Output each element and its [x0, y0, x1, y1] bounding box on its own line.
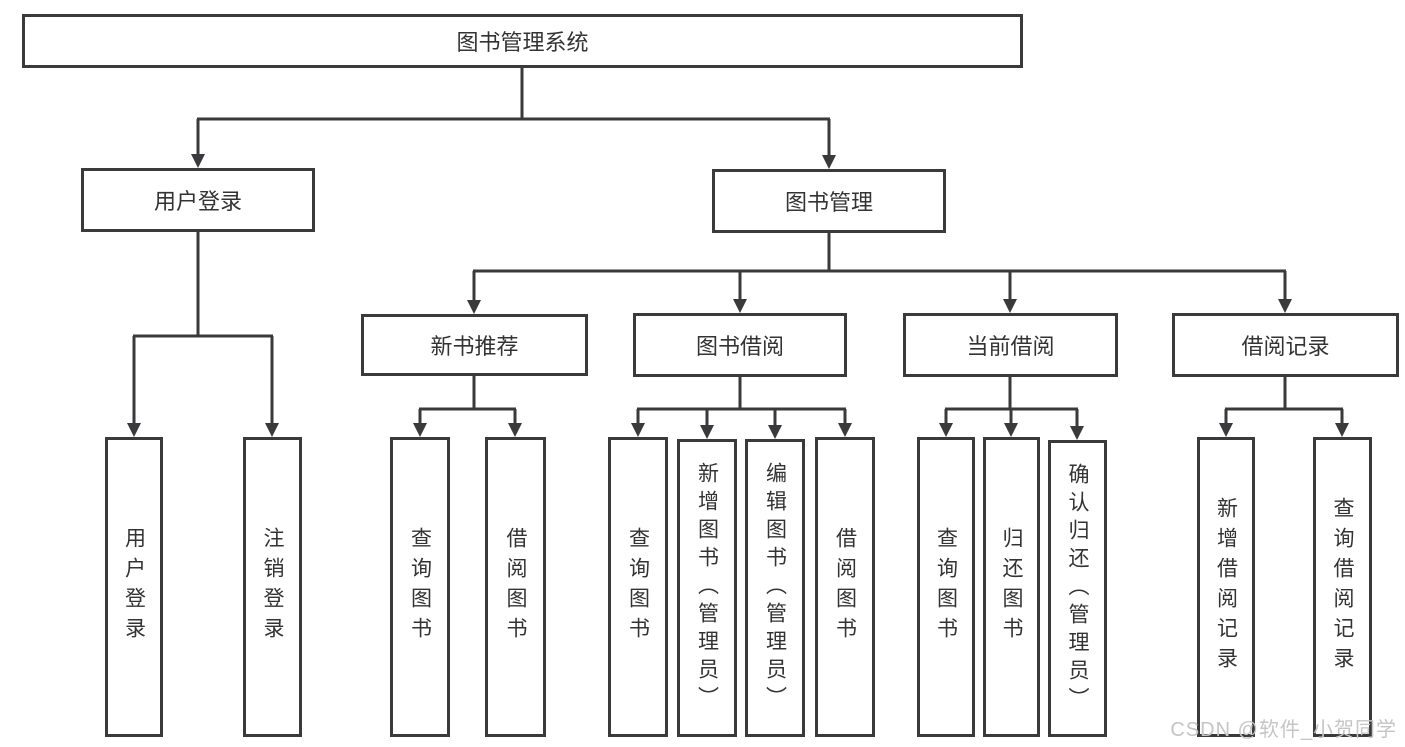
leaf-borrowing-query-books: 查询图书 [608, 437, 668, 737]
csdn-watermark: CSDN @软件_小贺同学 [1170, 719, 1397, 741]
node-borrowing-records-label: 借阅记录 [1241, 334, 1330, 359]
node-borrowing-records: 借阅记录 [1172, 313, 1399, 377]
node-book-management: 图书管理 [712, 169, 946, 233]
leaf-return-books-label: 归还图书 [1000, 527, 1023, 647]
leaf-recommend-borrow-books-label: 借阅图书 [504, 527, 527, 647]
node-book-borrowing: 图书借阅 [633, 313, 847, 377]
node-book-borrowing-label: 图书借阅 [695, 334, 784, 359]
leaf-query-borrow-record-label: 查询借阅记录 [1331, 497, 1354, 677]
leaf-edit-books-admin: 编辑图书（管理员） [745, 439, 805, 737]
leaf-user-login: 用户登录 [105, 437, 163, 737]
leaf-add-books-admin-label: 新增图书（管理员） [695, 462, 719, 714]
leaf-recommend-query-books-label: 查询图书 [408, 527, 432, 647]
leaf-current-query-books-label: 查询图书 [934, 527, 958, 647]
leaf-add-borrow-record-label: 新增借阅记录 [1214, 497, 1238, 677]
leaf-borrowing-query-books-label: 查询图书 [626, 527, 650, 647]
node-book-management-label: 图书管理 [784, 190, 873, 215]
node-root: 图书管理系统 [22, 14, 1023, 68]
leaf-logout: 注销登录 [243, 437, 302, 737]
leaf-add-books-admin: 新增图书（管理员） [677, 439, 737, 737]
leaf-recommend-query-books: 查询图书 [390, 437, 450, 737]
node-new-book-recommend: 新书推荐 [361, 314, 588, 376]
leaf-logout-label: 注销登录 [261, 527, 284, 647]
leaf-add-borrow-record: 新增借阅记录 [1197, 437, 1255, 737]
leaf-edit-books-admin-label: 编辑图书（管理员） [763, 462, 787, 714]
leaf-recommend-borrow-books: 借阅图书 [485, 437, 546, 737]
node-user-login-label: 用户登录 [153, 189, 242, 214]
node-root-label: 图书管理系统 [456, 30, 589, 55]
node-new-book-recommend-label: 新书推荐 [430, 334, 519, 359]
node-current-borrowing-label: 当前借阅 [966, 334, 1055, 359]
leaf-current-query-books: 查询图书 [917, 437, 975, 737]
leaf-user-login-label: 用户登录 [122, 527, 146, 647]
leaf-borrowing-borrow-books-label: 借阅图书 [833, 527, 857, 647]
node-user-login: 用户登录 [81, 168, 315, 232]
leaf-confirm-return-admin: 确认归还（管理员） [1048, 440, 1107, 737]
node-current-borrowing: 当前借阅 [903, 313, 1118, 377]
leaf-borrowing-borrow-books: 借阅图书 [815, 437, 875, 737]
leaf-return-books: 归还图书 [983, 437, 1040, 737]
leaf-confirm-return-admin-label: 确认归还（管理员） [1066, 462, 1089, 715]
leaf-query-borrow-record: 查询借阅记录 [1313, 437, 1372, 737]
